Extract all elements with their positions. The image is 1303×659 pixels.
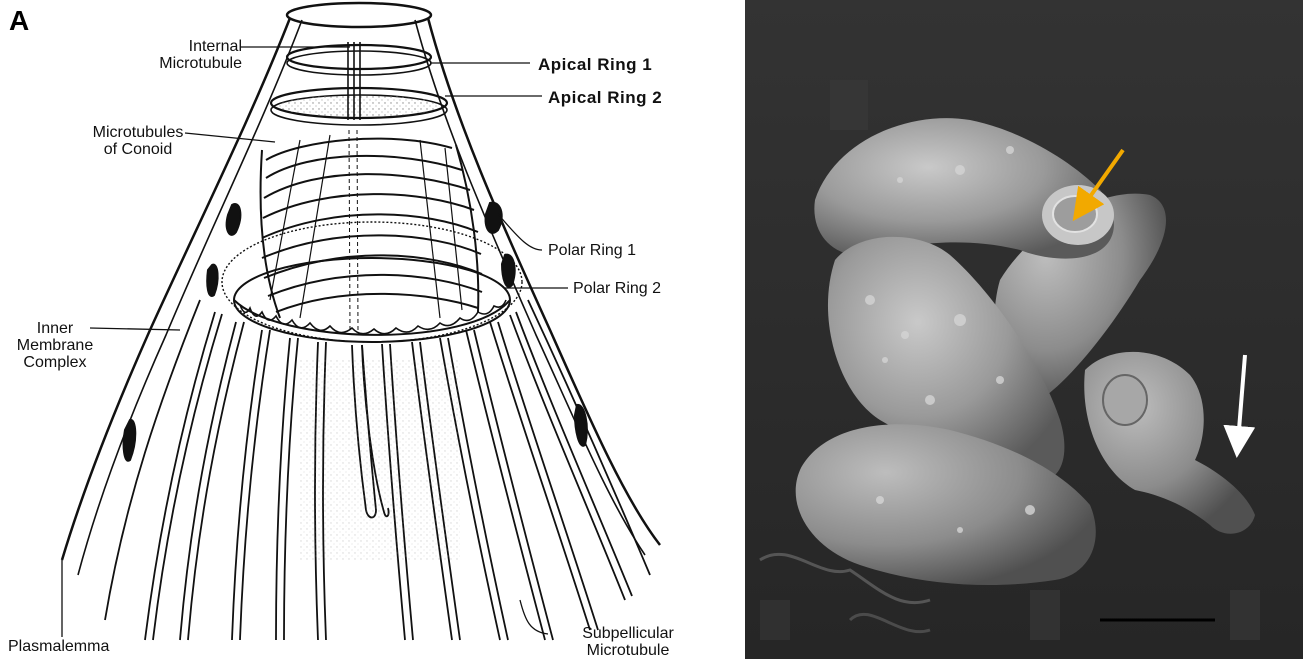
label-microtubules-of-conoid: Microtubules of Conoid <box>78 124 198 158</box>
label-inner-membrane-complex: Inner Membrane Complex <box>10 320 100 371</box>
label-subpellicular-microtubule: Subpellicular Microtubule <box>548 625 708 659</box>
label-internal-microtubule: Internal Microtubule <box>118 38 242 72</box>
sem-micrograph <box>745 0 1303 659</box>
label-apical-ring-1: Apical Ring 1 <box>538 56 652 73</box>
label-apical-ring-2: Apical Ring 2 <box>548 89 662 106</box>
label-plasmalemma: Plasmalemma <box>8 638 109 655</box>
label-polar-ring-1: Polar Ring 1 <box>548 242 636 259</box>
label-polar-ring-2: Polar Ring 2 <box>573 280 661 297</box>
panel-letter: A <box>9 5 29 37</box>
